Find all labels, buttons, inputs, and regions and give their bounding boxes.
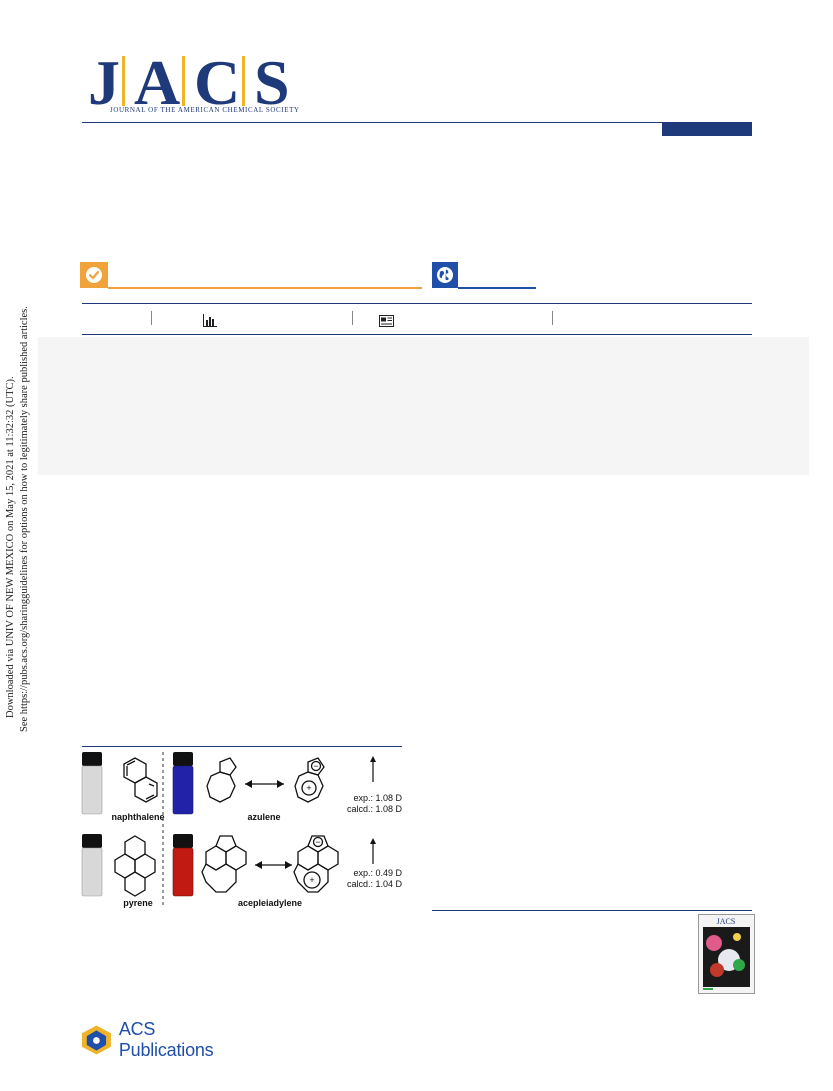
dipole-arrow — [370, 756, 376, 782]
minus-charge: − — [313, 761, 318, 771]
acepleiadylene-vial — [172, 834, 194, 897]
resonance-arrow — [255, 861, 292, 869]
logo-letter-j: J — [88, 47, 120, 118]
acs-publications-logo: ACS Publications — [80, 1019, 250, 1060]
logo-letter-s: S — [254, 47, 290, 118]
acs-hexagon-icon — [81, 1025, 111, 1055]
azulene-label: azulene — [247, 812, 280, 822]
globe-icon — [437, 267, 453, 283]
acepleiadylene-exp-dipole: exp.: 0.49 D — [353, 868, 402, 878]
plus-charge: + — [309, 875, 314, 885]
naphthalene-label: naphthalene — [111, 812, 164, 822]
article-recommendations-icon[interactable] — [379, 315, 394, 327]
logo-divider — [182, 56, 185, 106]
dipole-arrow — [370, 838, 376, 864]
acepleiadylene-zwitterion-structure — [293, 835, 339, 893]
abstract-box — [38, 337, 809, 475]
logo-letter-a: A — [134, 47, 181, 118]
pyrene-vial — [81, 834, 103, 897]
naphthalene-structure — [123, 757, 158, 803]
sharing-guidelines-line: See https://pubs.acs.org/sharingguidelin… — [19, 306, 30, 732]
cover-title: JACS — [717, 917, 736, 926]
logo-divider — [122, 56, 125, 106]
check-icon — [86, 267, 102, 283]
article-type-bar — [662, 123, 752, 136]
authorchoice-rule — [458, 287, 536, 289]
metrics-separator — [552, 311, 553, 325]
metrics-bottom-rule — [82, 334, 752, 335]
azulene-zwitterion-structure — [294, 757, 325, 803]
naphthalene-vial — [81, 752, 103, 815]
metrics-top-rule — [82, 303, 752, 304]
pyrene-label: pyrene — [123, 898, 153, 908]
toc-graphic: naphthalene − + azulene exp.: 1.08 D cal… — [81, 752, 403, 908]
open-access-badge[interactable] — [80, 262, 108, 288]
azulene-calcd-dipole: calcd.: 1.08 D — [347, 804, 403, 814]
plus-charge: + — [306, 783, 311, 793]
logo-letter-c: C — [194, 47, 241, 118]
acepleiadylene-structure — [201, 835, 247, 893]
bar-chart-icon[interactable] — [203, 314, 217, 327]
resonance-arrow — [245, 780, 284, 788]
right-column-rule — [432, 910, 752, 911]
download-notice-line: Downloaded via UNIV OF NEW MEXICO on May… — [5, 376, 16, 718]
logo-divider — [242, 56, 245, 106]
header-rule — [82, 122, 752, 123]
figure-top-rule — [82, 746, 402, 747]
acepleiadylene-label: acepleiadylene — [238, 898, 302, 908]
journal-cover-thumbnail[interactable]: JACS — [698, 914, 755, 994]
download-notice: Downloaded via UNIV OF NEW MEXICO on May… — [0, 306, 32, 732]
cover-art: JACS — [699, 915, 754, 993]
azulene-exp-dipole: exp.: 1.08 D — [353, 793, 402, 803]
azulene-structure — [206, 757, 237, 803]
journal-name: JOURNAL OF THE AMERICAN CHEMICAL SOCIETY — [110, 106, 300, 114]
publisher-name: ACS Publications — [118, 1019, 214, 1060]
metrics-separator — [151, 311, 152, 325]
acepleiadylene-calcd-dipole: calcd.: 1.04 D — [347, 879, 403, 889]
metrics-separator — [352, 311, 353, 325]
pyrene-structure — [114, 835, 156, 897]
jacs-logo: J A C S JOURNAL OF THE AMERICAN CHEMICAL… — [82, 50, 312, 122]
acs-authorchoice-badge[interactable] — [432, 262, 458, 288]
azulene-vial — [172, 752, 194, 815]
open-access-rule — [108, 287, 422, 289]
minus-charge: − — [315, 837, 320, 847]
